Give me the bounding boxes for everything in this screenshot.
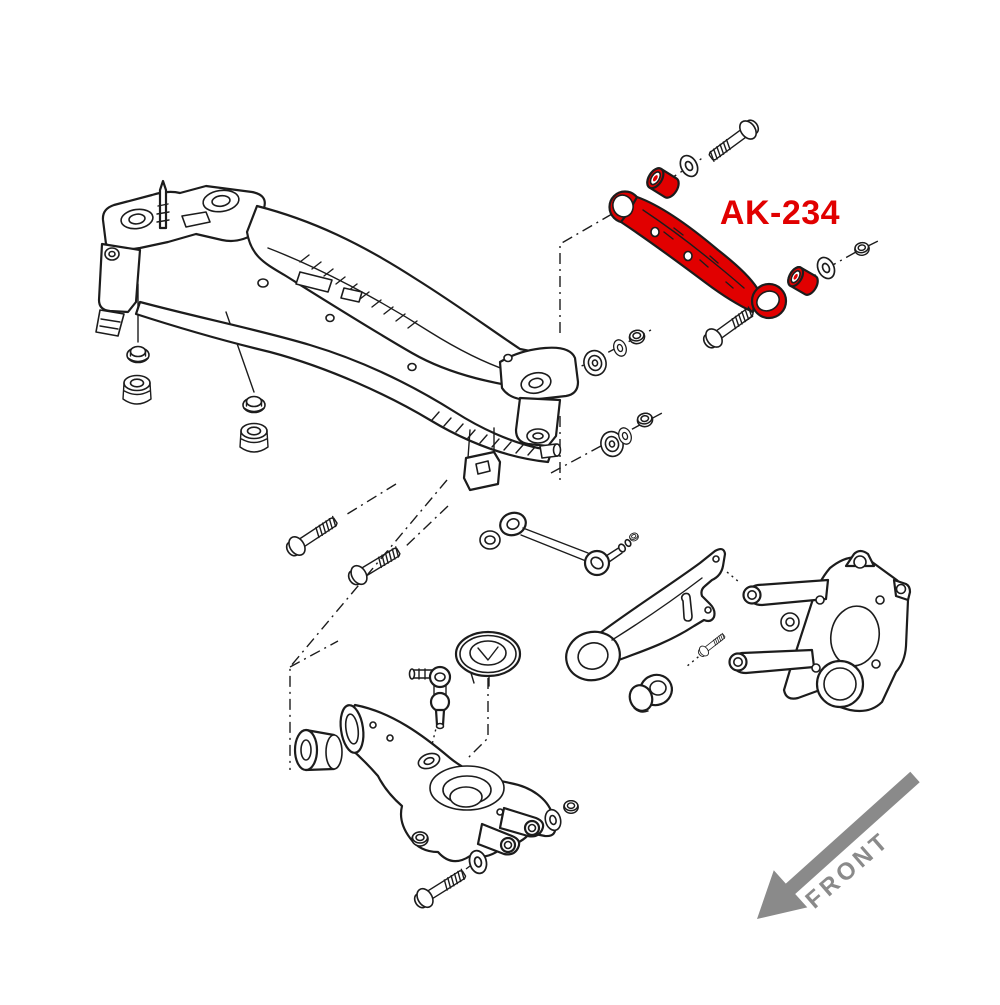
lateral-link-highlighted — [608, 190, 788, 320]
trailing-arm-bushing — [628, 673, 673, 713]
arm-nut-bottom — [411, 831, 429, 847]
link-nut — [853, 240, 871, 258]
subframe-bolt-left-2 — [344, 541, 405, 590]
trailing-arm — [565, 547, 727, 682]
front-direction-arrow: FRONT — [757, 771, 920, 919]
link-bushing-upper — [646, 167, 680, 199]
mount-grommet-upper — [580, 347, 610, 379]
stabilizer-link — [479, 511, 640, 577]
lower-control-arm — [339, 703, 557, 863]
link-bushing-lower — [787, 266, 819, 296]
subframe-mount-nut-lower — [242, 395, 266, 414]
part-number-label: AK-234 — [720, 194, 840, 232]
mount-nut-upper — [627, 328, 647, 346]
mount-washer-upper — [610, 337, 630, 359]
arm-bolt-bottom — [409, 864, 471, 913]
rear-knuckle — [728, 549, 912, 713]
subframe-mount-bushing-upper-left — [122, 374, 152, 405]
control-arm-bushing — [293, 728, 343, 772]
subframe-bolt-left — [281, 511, 342, 561]
link-washer-upper — [676, 151, 702, 181]
arm-nut-right — [563, 799, 579, 815]
trailing-arm-bolt — [695, 630, 728, 660]
rear-subframe-crossmember — [95, 179, 580, 492]
link-bolt-upper — [704, 114, 764, 167]
spring-upper-seat — [454, 630, 522, 687]
subframe-mount-bushing-lower — [239, 422, 269, 453]
subframe-mount-nut-upper-left — [126, 345, 150, 364]
stabilizer-bar-link — [408, 665, 452, 730]
